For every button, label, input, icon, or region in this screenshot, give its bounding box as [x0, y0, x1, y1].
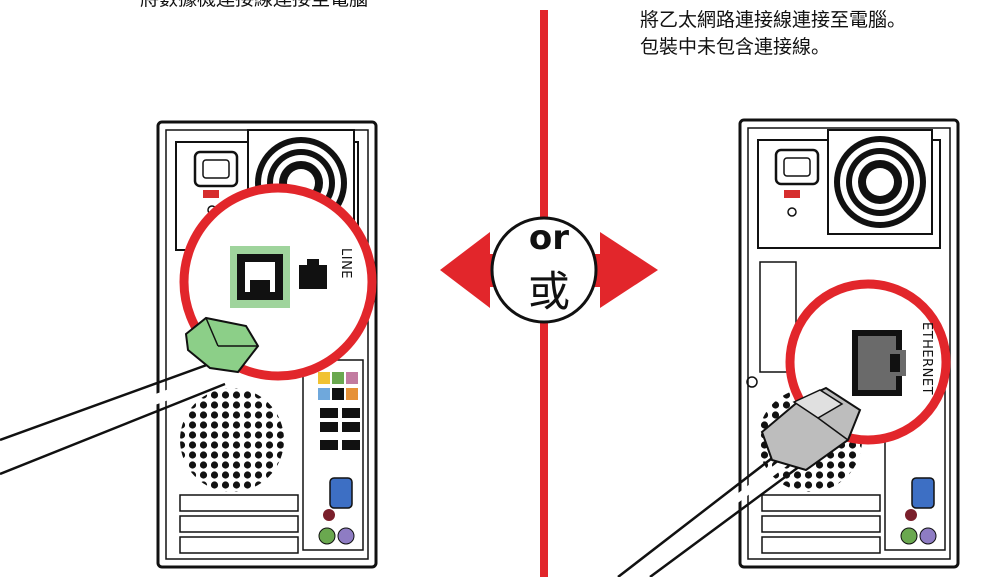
modem-jack-icon: [299, 259, 327, 289]
modem-cable: [0, 316, 260, 476]
ethernet-instruction-caption: 將乙太網路連接線連接至電腦。: [640, 9, 907, 31]
line-port-label: LINE: [338, 248, 353, 280]
double-arrow-icon: [440, 216, 658, 324]
ethernet-cable: [617, 386, 862, 577]
or-label-chinese: 或: [527, 267, 570, 316]
modem-instruction-caption: 將數據機連接線連接至電腦: [140, 0, 368, 13]
ethernet-port-label: ETHERNET: [919, 322, 934, 396]
or-label-english: or: [528, 218, 570, 258]
cable-not-included-note: 包裝中未包含連接線。: [640, 36, 831, 58]
ethernet-jack-icon: [852, 330, 906, 396]
